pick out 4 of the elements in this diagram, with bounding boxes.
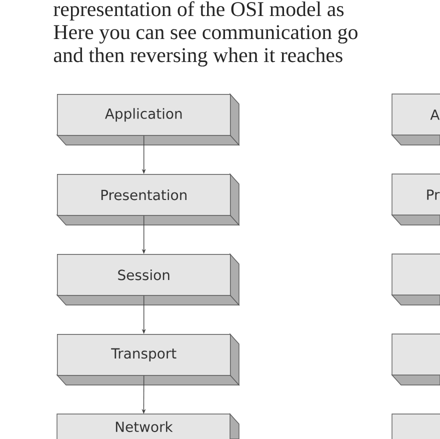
body-text: representation of the OSI model as [54, 1, 344, 20]
body-text: and then reversing when it reaches [54, 47, 342, 66]
layer-box [392, 414, 440, 439]
body-text: Here you can see communication go [54, 25, 358, 44]
